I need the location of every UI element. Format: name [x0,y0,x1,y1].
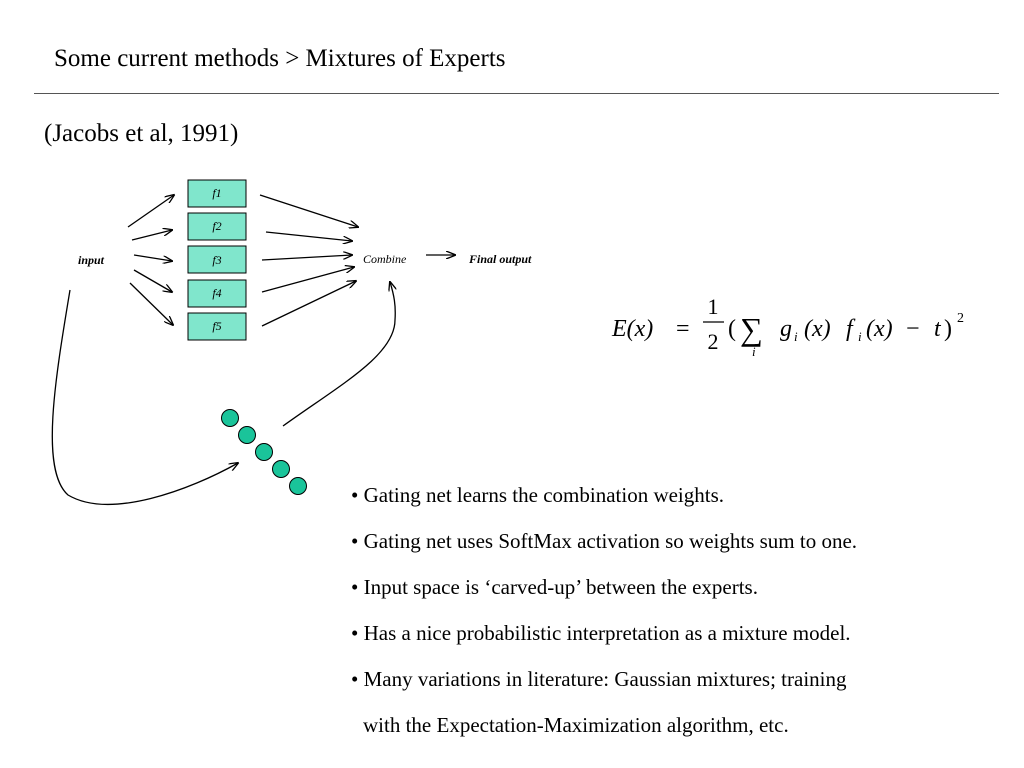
equation-lhs: E(x) [611,316,653,342]
slide-title: Some current methods > Mixtures of Exper… [54,45,506,72]
arrow-f2-combine [265,231,352,241]
title-divider [34,93,999,94]
arrow-f1-combine [259,194,358,227]
expert-box-f4: f4 [187,279,247,308]
arrow-input-to-gating [51,289,238,505]
expert-label-f4: f4 [212,286,221,300]
expert-box-f1: f1 [187,179,247,208]
bullet-item: • Gating net learns the combination weig… [351,483,725,507]
bullet-continuation: with the Expectation-Maximization algori… [363,713,789,737]
citation: (Jacobs et al, 1991) [44,120,239,147]
expert-box-f2: f2 [187,212,247,241]
arrow-f3-combine [261,255,352,261]
arrow-f4-combine [261,267,354,293]
bullet-item: • Many variations in literature: Gaussia… [351,667,847,691]
expert-label-f2: f2 [212,219,221,233]
expert-label-f1: f1 [212,186,221,200]
summation-symbol: ∑ [740,311,763,347]
gating-unit [238,426,256,444]
equation-close-paren: ) [944,316,952,342]
equation-equals: = [676,316,690,342]
equation-denominator: 2 [708,329,719,354]
bullet-list: • Gating net learns the combination weig… [351,480,1001,756]
expert-box-f5: f5 [187,312,247,341]
equation-f: f [846,316,856,342]
error-equation: E(x) = 1 2 ( ∑ i g i (x) f i (x) − t ) 2 [611,294,964,359]
gating-unit [289,477,307,495]
expert-label-f3: f3 [212,253,221,267]
gating-unit [221,409,239,427]
input-label: input [78,253,105,267]
final-output-label: Final output [468,252,532,266]
arrow-input-f5 [129,282,173,325]
equation-minus: − [906,316,920,342]
gating-unit [272,460,290,478]
equation-g-sub: i [794,329,798,344]
arrow-input-f4 [133,269,172,292]
arrow-f5-combine [261,281,356,327]
arrow-input-f1 [127,195,174,228]
gating-network [221,409,307,495]
gating-unit [255,443,273,461]
arrow-input-f3 [133,254,172,261]
equation-open-paren: ( [728,316,736,342]
bullet-item: • Has a nice probabilistic interpretatio… [351,621,851,645]
equation-gx: (x) [804,316,831,342]
expert-boxes: f1 f2 f3 f4 f5 [187,179,247,341]
sum-index: i [752,344,756,359]
arrow-gating-to-combine [282,282,395,427]
expert-label-f5: f5 [212,319,221,333]
equation-power: 2 [957,311,964,326]
equation-numerator: 1 [708,294,719,319]
input-to-expert-arrows [127,195,174,325]
combine-label: Combine [363,252,407,266]
bullet-item: • Gating net uses SoftMax activation so … [351,529,858,553]
equation-g: g [780,316,792,342]
expert-box-f3: f3 [187,245,247,274]
equation-f-sub: i [858,329,862,344]
equation-t: t [934,316,942,342]
equation-fx: (x) [866,316,893,342]
bullet-item: • Input space is ‘carved-up’ between the… [351,575,758,599]
expert-to-combine-arrows [259,194,358,327]
arrow-input-f2 [131,230,172,241]
